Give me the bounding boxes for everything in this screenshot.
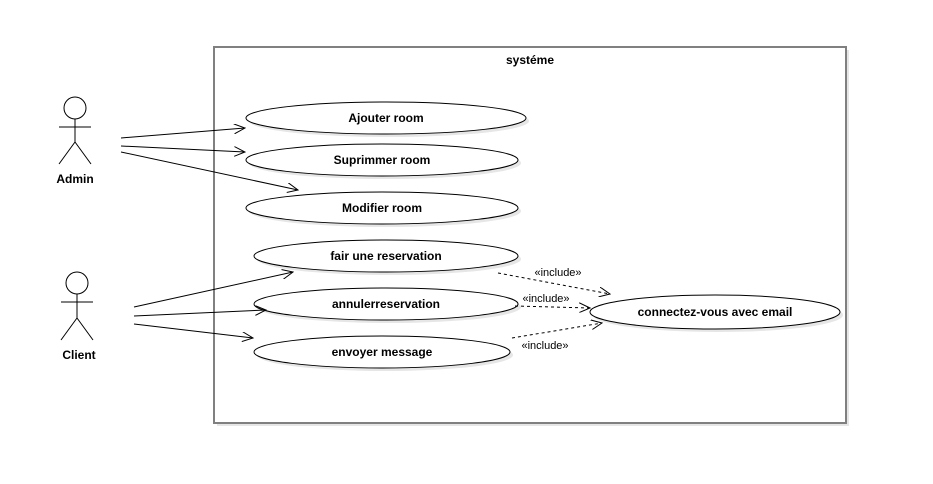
use-case-label: Ajouter room (348, 111, 423, 125)
association-client-reservation (133, 272, 293, 308)
actor-admin-right-leg (74, 141, 92, 165)
system-title: systéme (506, 53, 554, 67)
actor-client[interactable] (60, 271, 94, 341)
system-boundary: systéme (213, 46, 849, 426)
actor-client-label: Client (62, 348, 95, 362)
use-case-ellipse (245, 101, 527, 135)
use-case-envoyer-message[interactable]: envoyer message (253, 335, 513, 371)
client-associations (133, 272, 293, 338)
actor-admin-left-leg (58, 141, 76, 165)
use-case-label: fair une reservation (330, 249, 441, 263)
association-admin-modifier (120, 151, 298, 190)
actor-admin-head (63, 96, 87, 120)
actor-admin[interactable] (58, 96, 92, 165)
include-relations (497, 272, 610, 339)
include-label-annuler: «include» (522, 293, 569, 305)
use-case-label: Modifier room (342, 201, 422, 215)
admin-associations (120, 128, 298, 190)
association-client-message (133, 323, 253, 338)
actor-client-right-leg (76, 317, 94, 341)
use-case-label: connectez-vous avec email (638, 305, 793, 319)
actor-admin-label: Admin (56, 172, 93, 186)
use-case-label: annulerreservation (332, 297, 440, 311)
include-annuler-email (514, 306, 590, 308)
use-case-label: Suprimmer room (334, 153, 431, 167)
association-client-annuler (133, 310, 266, 317)
use-case-annuler-reservation[interactable]: annulerreservation (253, 287, 521, 323)
use-case-ellipse (253, 287, 519, 321)
use-case-faire-reservation[interactable]: fair une reservation (253, 239, 521, 275)
include-reservation-email (497, 272, 610, 294)
use-case-ajouter-room[interactable]: Ajouter room (245, 101, 529, 137)
use-case-ellipse (245, 191, 519, 225)
use-case-label: envoyer message (332, 345, 433, 359)
include-label-reservation: «include» (534, 267, 581, 279)
association-admin-ajouter (120, 128, 245, 139)
actor-client-head (65, 271, 89, 295)
use-case-modifier-room[interactable]: Modifier room (245, 191, 521, 227)
use-case-ellipse (253, 335, 511, 369)
include-label-message: «include» (521, 340, 568, 352)
association-admin-suprimmer (120, 145, 245, 152)
use-case-connectez-email[interactable]: connectez-vous avec email (589, 294, 843, 332)
use-case-ellipse (245, 143, 519, 177)
use-case-suprimmer-room[interactable]: Suprimmer room (245, 143, 521, 179)
use-case-ellipse (253, 239, 519, 273)
actor-client-left-leg (60, 317, 78, 341)
